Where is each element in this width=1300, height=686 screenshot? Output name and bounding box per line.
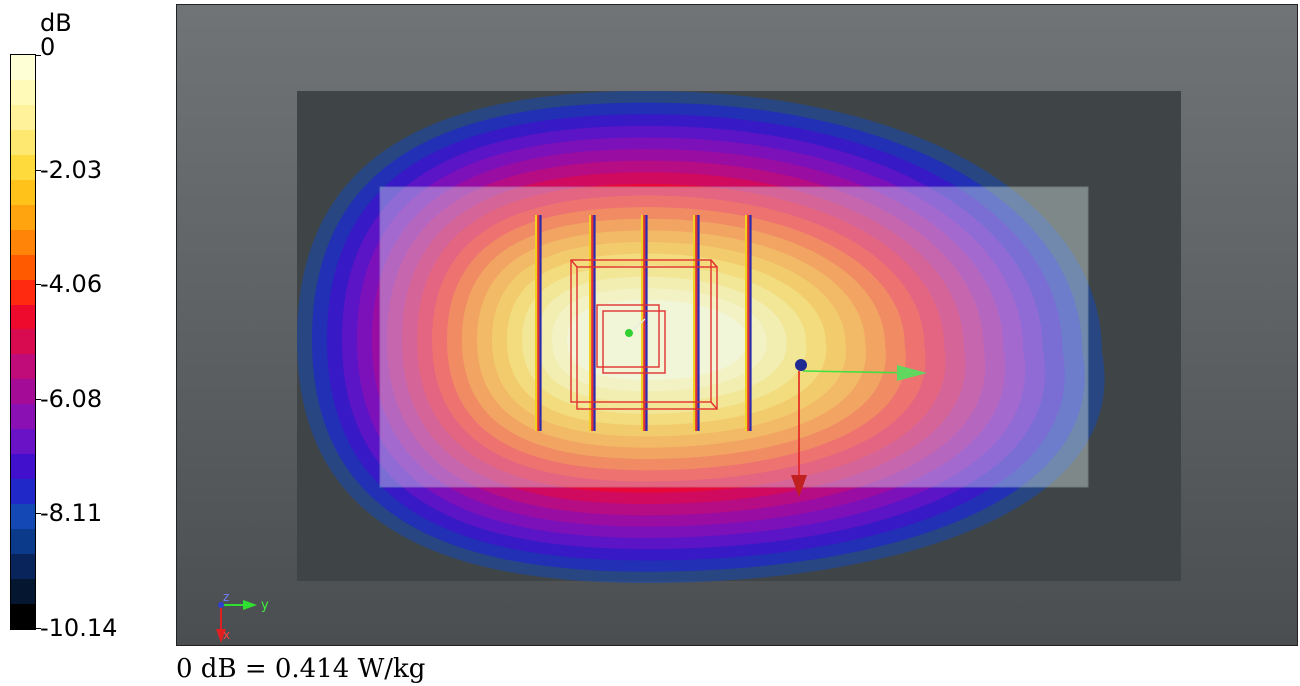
scan-plane bbox=[693, 215, 700, 431]
colorbar-band bbox=[11, 454, 35, 480]
colorbar-label-2: -4.06 bbox=[40, 270, 103, 298]
colorbar-tick bbox=[36, 628, 41, 629]
colorbar-band bbox=[11, 404, 35, 430]
colorbar-band bbox=[11, 579, 35, 604]
zoom-scan-planes bbox=[535, 215, 752, 431]
colorbar-tick bbox=[36, 284, 41, 285]
3d-viewport[interactable]: z y x bbox=[176, 4, 1298, 646]
triad-y-label: y bbox=[261, 598, 269, 613]
axis-triad: z y x bbox=[216, 590, 269, 643]
colorbar-band bbox=[11, 479, 35, 505]
colorbar-band bbox=[11, 55, 35, 80]
colorbar-band bbox=[11, 504, 35, 530]
colorbar-label-3: -6.08 bbox=[40, 385, 103, 413]
scan-plane bbox=[535, 215, 542, 431]
viewport-canvas: z y x bbox=[177, 5, 1297, 645]
triad-x-label: x bbox=[223, 628, 230, 642]
sar-contour-map bbox=[297, 91, 1105, 583]
scan-plane bbox=[589, 215, 596, 431]
triad-z-label: z bbox=[223, 590, 229, 604]
colorbar-band bbox=[11, 129, 35, 155]
colorbar-band bbox=[11, 529, 35, 555]
colorbar-band bbox=[11, 104, 35, 130]
colorbar-band bbox=[11, 603, 35, 629]
colorbar-label-4: -8.11 bbox=[40, 499, 103, 527]
colorbar-band bbox=[11, 154, 35, 180]
colorbar-band bbox=[11, 279, 35, 305]
colorbar-label-0: 0 bbox=[40, 33, 56, 61]
colorbar-band bbox=[11, 304, 35, 330]
colorbar-tick bbox=[36, 399, 41, 400]
scan-plane bbox=[641, 215, 648, 431]
device-outline bbox=[570, 259, 718, 410]
colorbar-band bbox=[11, 329, 35, 355]
colorbar-band bbox=[11, 254, 35, 280]
colorbar-band bbox=[11, 79, 35, 105]
origin-marker bbox=[795, 359, 807, 371]
colorbar-label-5: -10.14 bbox=[40, 614, 118, 642]
colorbar-band bbox=[11, 204, 35, 230]
peak-marker bbox=[625, 329, 633, 337]
colorbar-unit-label: dB bbox=[40, 9, 72, 37]
colorbar-band bbox=[11, 379, 35, 405]
colorbar-label-1: -2.03 bbox=[40, 156, 103, 184]
colorbar-tick bbox=[36, 170, 41, 171]
colorbar-band bbox=[11, 554, 35, 580]
scan-plane bbox=[745, 215, 752, 431]
colorbar-band bbox=[11, 354, 35, 380]
colorbar-band bbox=[11, 179, 35, 205]
colorbar-band bbox=[11, 229, 35, 255]
normalization-caption: 0 dB = 0.414 W/kg bbox=[176, 654, 426, 684]
local-axes bbox=[791, 359, 927, 497]
colorbar-tick bbox=[36, 55, 41, 56]
colorbar-band bbox=[11, 429, 35, 455]
colorbar bbox=[10, 54, 36, 630]
colorbar-tick bbox=[36, 513, 41, 514]
measurement-grid-area bbox=[379, 186, 1089, 488]
contour-level bbox=[567, 300, 747, 380]
